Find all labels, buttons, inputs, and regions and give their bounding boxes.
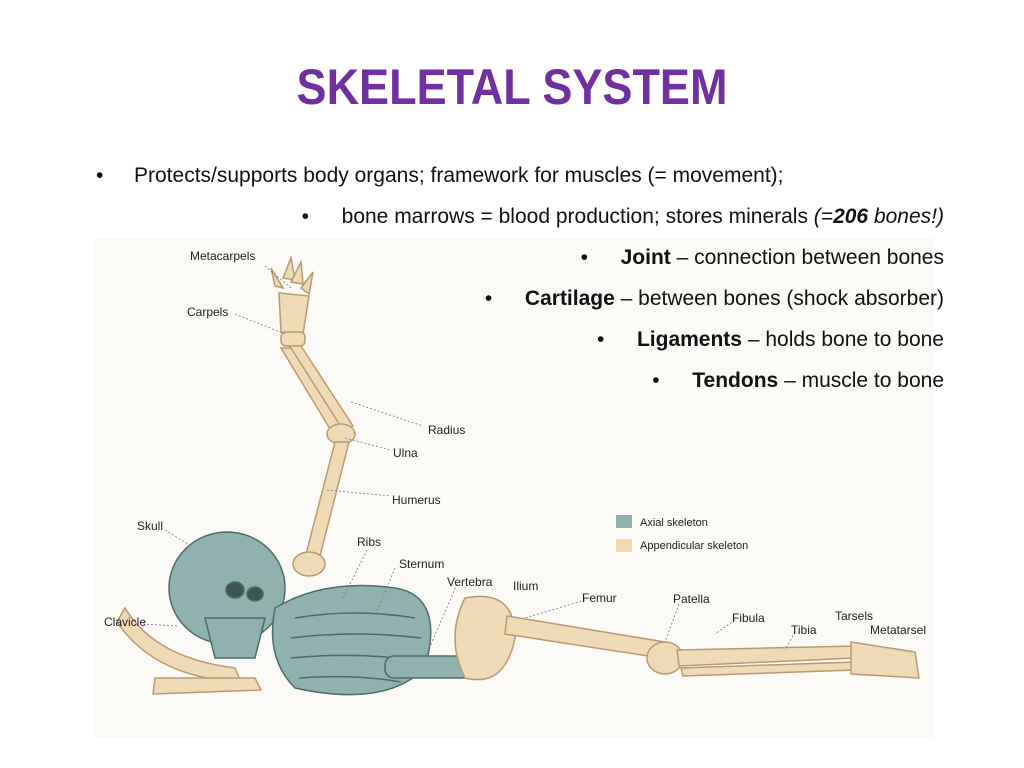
bullet-item-3: • Joint – connection between bones	[581, 245, 944, 271]
bullet-text-2-bold-italic: 206	[833, 205, 869, 228]
skeleton-illustration: Metacarpels Carpels Radius Ulna Humerus …	[104, 249, 926, 696]
bullet-item-4: • Cartilage – between bones (shock absorb…	[485, 286, 944, 312]
label-skull: Skull	[137, 519, 163, 533]
label-ilium: Ilium	[513, 579, 538, 593]
bullet-text-2-italic-pre: (=	[813, 205, 834, 228]
bullet-marker: •	[652, 369, 660, 392]
bullet-desc-cartilage: – between bones (shock absorber)	[614, 287, 944, 310]
bullet-term-tendons: Tendons	[692, 369, 779, 392]
bullet-marker: •	[96, 164, 104, 187]
label-metacarpels: Metacarpels	[190, 249, 255, 263]
legend-axial-swatch	[616, 515, 632, 528]
label-ulna: Ulna	[393, 446, 418, 460]
label-femur: Femur	[582, 591, 617, 605]
bullet-desc-tendons: – muscle to bone	[778, 369, 944, 392]
bullet-marker: •	[484, 287, 493, 310]
label-tibia: Tibia	[791, 623, 817, 637]
label-vertebra: Vertebra	[447, 575, 493, 589]
bullet-text-2-italic-post: bones!)	[868, 205, 944, 228]
arm-bones	[270, 255, 356, 577]
bullet-item-1: • Protects/supports body organs; framewor…	[96, 163, 784, 189]
label-radius: Radius	[428, 423, 465, 437]
bullet-text-2: bone marrows = blood production; stores …	[341, 205, 814, 228]
bullet-item-5: • Ligaments – holds bone to bone	[597, 327, 944, 353]
leg-bones	[116, 595, 920, 695]
bullet-item-6: • Tendons – muscle to bone	[652, 368, 944, 394]
label-tarsels: Tarsels	[835, 609, 873, 623]
bullet-list: • Protects/supports body organs; framewor…	[96, 163, 944, 394]
bullet-desc-joint: – connection between bones	[670, 246, 944, 269]
skull-shape	[168, 531, 286, 659]
bullet-term-cartilage: Cartilage	[524, 287, 615, 310]
label-carpels: Carpels	[187, 305, 228, 319]
skeleton-figure: Metacarpels Carpels Radius Ulna Humerus …	[95, 238, 935, 738]
bullet-marker: •	[596, 328, 605, 351]
bullet-marker: •	[580, 246, 588, 269]
legend-axial-label: Axial skeleton	[640, 517, 708, 529]
bullet-marker: •	[301, 205, 309, 228]
bullet-desc-ligaments: – holds bone to bone	[741, 328, 944, 351]
bullet-text-1: Protects/supports body organs; framework…	[134, 164, 784, 187]
bullet-term-joint: Joint	[620, 246, 671, 269]
label-ribs: Ribs	[357, 535, 381, 549]
label-clavicle: Clavicle	[104, 615, 146, 629]
legend-appendicular-swatch	[616, 539, 632, 552]
bullet-item-2: • bone marrows = blood production; stores…	[302, 204, 944, 230]
page-title: SKELETAL SYSTEM	[296, 59, 728, 115]
label-sternum: Sternum	[399, 557, 444, 571]
legend-appendicular-label: Appendicular skeleton	[640, 540, 748, 552]
leader-lines	[142, 265, 796, 659]
label-humerus: Humerus	[392, 493, 441, 507]
bullet-term-ligaments: Ligaments	[636, 328, 742, 351]
label-patella: Patella	[673, 592, 710, 606]
label-metatarsel: Metatarsel	[870, 623, 926, 637]
label-fibula: Fibula	[732, 611, 765, 625]
